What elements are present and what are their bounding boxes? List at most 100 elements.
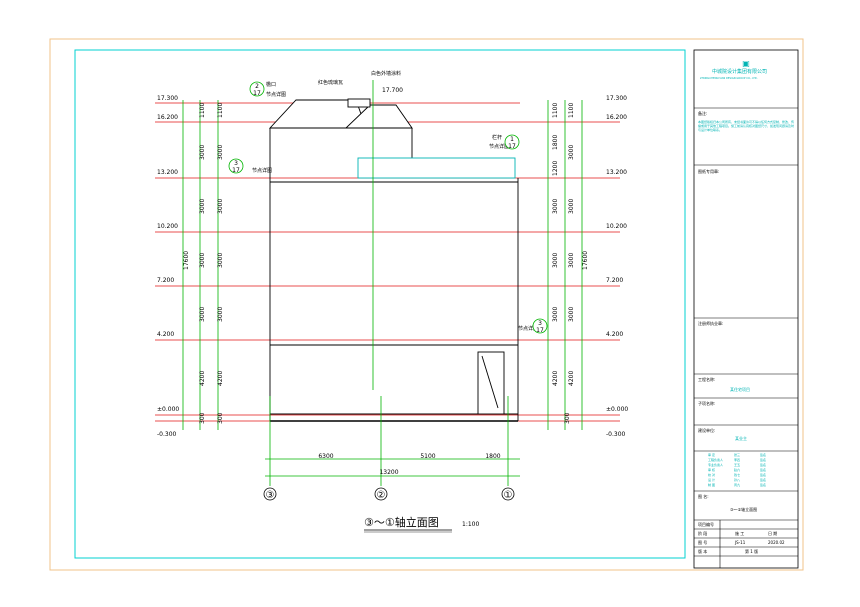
label-detail-d: 节点详图 [518,325,538,332]
dim-bottom-1: 6300 [318,453,333,460]
label-detail-c: 节点详图 [489,143,509,150]
right-inner-dims: 1100 3000 3000 3000 3000 4200 17600 [568,103,589,386]
label-white-paint: 白色外墙涂料 [371,70,401,77]
project-name-label: 工程名称: [698,377,716,382]
level-right-10200: 10.200 [606,223,627,230]
bubble-d-num: 3 [538,320,542,327]
dim-left-4200: 4200 [199,371,206,386]
annotations: 红色琉璃瓦 白色外墙涂料 17.700 檐口 节点详图 栏杆 节点详图 节点详图… [252,70,538,332]
drawing-no-label: 图 号 [698,540,708,545]
drawing-name: ③～①轴立面图 [730,507,758,512]
label-detail-b: 节点详图 [252,167,272,174]
detail-bubble-text: 2 17 3 17 1 17 3 17 [232,83,544,334]
company-logo-icon: ▣ [742,59,750,68]
reg-stamp-label: 注册师执业章: [698,321,724,326]
detail-bubble-d [532,318,548,334]
dim-left-3000c: 3000 [199,253,206,268]
axis-label-1: ① [504,490,513,501]
version-label: 版 本 [698,549,708,554]
signoff-table: 审 定张三签名 工程负责人李四签名 专业负责人王五签名 审 核赵六签名 校 对钱… [708,453,788,488]
label-railing: 栏杆 [492,134,502,141]
project-no-label: 项目编号 [698,522,714,527]
dim-right-300: 300 [564,412,571,424]
drawing-scale: 1:100 [462,521,479,528]
axis-lines [182,80,583,486]
notes-text: 本图纸版权归本公司所有，未经书面许可不得以任何方式复制、修改、传播或用于其他工程… [698,120,795,132]
date-label: 日 期 [768,531,778,536]
project-name: 某住宅项目 [730,387,750,392]
axis-bubble-1 [501,487,515,501]
title-block-lines [694,107,798,568]
level-right-16200: 16.200 [606,114,627,121]
outer-frame [49,38,804,571]
phase-value: 施 工 [735,531,745,536]
left-inner-dims: 1100 3000 3000 3000 3000 4200 300 [217,103,224,424]
dim-right-1100: 1100 [552,103,559,118]
bubble-d-den: 17 [536,327,544,334]
dim-right-1200: 1200 [552,161,559,176]
label-ridge-level: 17.700 [382,87,403,94]
bubble-c-num: 1 [510,136,514,143]
level-right-7200: 7.200 [606,277,623,284]
drawing-name-label: 图 名: [698,494,709,499]
subitem-label: 子项名称: [698,401,716,406]
level-left-4200: 4.200 [157,331,174,338]
dim-left2-300: 300 [217,412,224,424]
level-left-7200: 7.200 [157,277,174,284]
signoff-row: 制 图周九签名 [708,483,767,487]
axis-bubble-3 [263,487,277,501]
level-left-17300: 17.300 [157,95,178,102]
level-left-10200: 10.200 [157,223,178,230]
dim-right2-3000c: 3000 [568,253,575,268]
dim-left2-3000c: 3000 [217,253,224,268]
bubble-a-den: 17 [253,90,261,97]
detail-bubble-a [249,81,265,97]
detail-bubble-c [504,134,520,150]
dim-right-3000b: 3000 [552,253,559,268]
detail-bubble-b [228,158,244,174]
dim-right-3000a: 3000 [552,199,559,214]
dim-right2-3000d: 3000 [568,307,575,322]
stamp-label: 图纸专用章: [698,169,720,174]
phase-label: 阶 段 [698,531,708,536]
left-levels: 17.300 16.200 13.200 10.200 7.200 4.200 … [157,95,179,438]
level-left-neg: -0.300 [157,431,177,438]
signoff-row: 校 对钱七签名 [708,473,767,477]
dim-left-total: 17600 [183,251,190,270]
dim-left-3000b: 3000 [199,199,206,214]
signoff-row: 审 定张三签名 [708,453,767,457]
level-left-16200: 16.200 [157,114,178,121]
page-label: 第 1 版 [745,549,759,554]
client-label: 建设单位: [698,428,716,433]
dim-left2-4200: 4200 [217,371,224,386]
dim-right2-1100: 1100 [568,103,575,118]
dim-right2-4200: 4200 [568,371,575,386]
signoff-row: 设 计孙八签名 [708,478,767,482]
level-lines [155,102,620,422]
dim-right-3000c: 3000 [552,307,559,322]
client-name: 某业主 [735,436,747,441]
notes-label: 备注: [698,111,708,116]
dim-left-3000d: 3000 [199,307,206,322]
label-eave: 檐口 [266,81,276,88]
bubble-c-den: 17 [508,143,516,150]
right-dims: 1100 1800 1200 3000 3000 3000 4200 300 [552,103,571,424]
level-right-13200: 13.200 [606,169,627,176]
detail-bubbles [228,81,548,334]
dim-left2-3000d: 3000 [217,307,224,322]
level-right-4200: 4.200 [606,331,623,338]
company-name-en: ZHONGCHENGYUAN DESIGN GROUP CO., LTD. [700,77,758,80]
dim-left2-3000b: 3000 [217,199,224,214]
label-detail-a: 节点详图 [266,91,286,98]
building-elevation [268,98,519,422]
dim-bottom-2: 5100 [420,453,435,460]
dim-left-300: 300 [199,412,206,424]
dim-right-total: 17600 [582,251,589,270]
bubble-a-num: 2 [255,83,259,90]
level-right-17300: 17.300 [606,95,627,102]
dim-right-1800: 1800 [552,135,559,150]
drawing-title: ③～①轴立面图 [364,515,439,529]
level-left-13200: 13.200 [157,169,178,176]
title-block-frame [693,49,799,569]
